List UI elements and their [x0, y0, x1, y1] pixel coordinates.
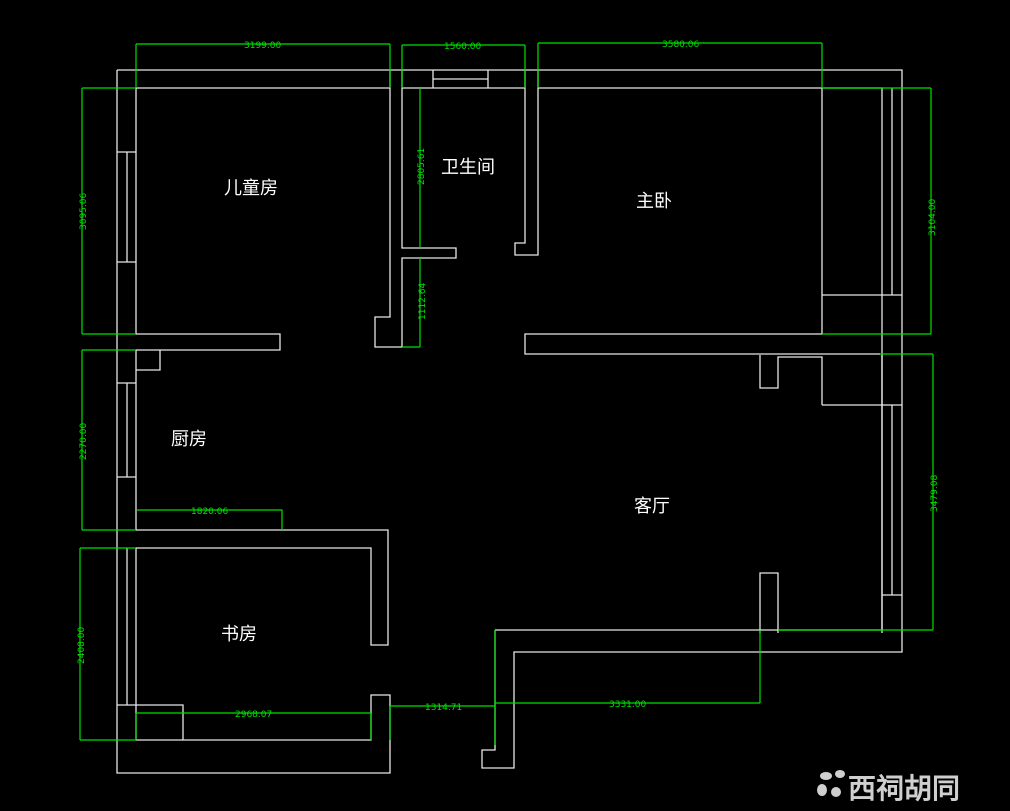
dim-bath-lower: 1112.64 — [418, 283, 428, 320]
dimension-lines — [79, 42, 934, 745]
dim-living-depth: 3479.08 — [930, 475, 940, 512]
room-label-living: 客厅 — [634, 496, 670, 517]
dim-kids-width: 3199.00 — [244, 41, 281, 51]
dim-kids-depth: 3095.06 — [79, 193, 89, 230]
flower-icon — [817, 770, 845, 797]
dimension-labels: 3199.00 1560.00 3580.06 3095.06 2805.61 … — [77, 40, 940, 720]
room-labels: 儿童房 卫生间 主卧 厨房 客厅 书房 — [171, 157, 672, 645]
dim-master-width: 3580.06 — [662, 40, 699, 50]
dim-study-depth: 2408.00 — [77, 627, 87, 664]
room-label-kids: 儿童房 — [224, 178, 278, 199]
dim-study-width: 2968.07 — [235, 710, 272, 720]
logo-text: 西祠胡同 — [848, 772, 960, 805]
dim-bath-width: 1560.00 — [444, 42, 481, 52]
room-label-master: 主卧 — [636, 191, 672, 212]
room-label-bathroom: 卫生间 — [441, 157, 495, 178]
dim-entry-width: 1314.71 — [425, 703, 462, 713]
room-label-kitchen: 厨房 — [171, 429, 207, 450]
dim-living-bottom: 3331.00 — [609, 700, 646, 710]
walls — [116, 69, 903, 774]
dim-kitchen-width: 1820.06 — [191, 507, 228, 517]
room-label-study: 书房 — [221, 624, 257, 645]
dim-master-depth: 3104.00 — [928, 199, 938, 236]
watermark-logo: 西祠胡同 — [817, 770, 960, 805]
dim-kitchen-depth: 2270.00 — [79, 423, 89, 460]
dim-bath-upper: 2805.61 — [417, 148, 427, 185]
